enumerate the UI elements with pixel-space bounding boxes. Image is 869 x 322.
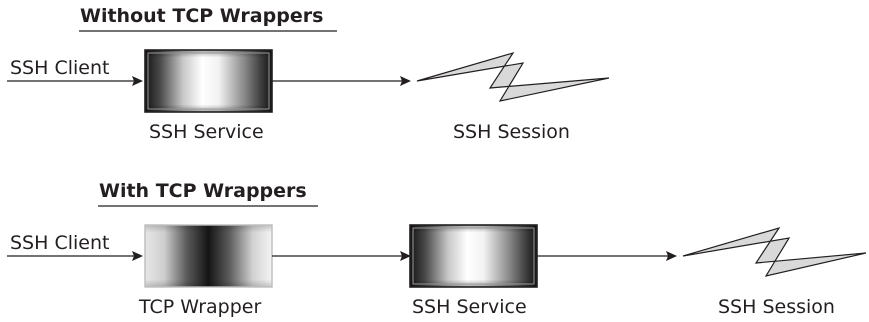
bottom-ssh-service-box xyxy=(409,224,538,288)
top-ssh-service-box xyxy=(144,49,273,113)
tcp-wrapper-label: TCP Wrapper xyxy=(138,296,261,318)
bottom-ssh-service-label: SSH Service xyxy=(412,296,527,318)
tcp-wrapper-box xyxy=(144,224,273,288)
top-ssh-session-bolt-icon xyxy=(416,51,610,102)
wrapper-arrowhead xyxy=(400,251,411,261)
bottom-heading: With TCP Wrappers xyxy=(99,180,307,202)
service-arrowhead xyxy=(666,251,677,261)
top-ssh-session-label: SSH Session xyxy=(453,121,570,143)
bottom-diagram: With TCP Wrappers SSH Client TCP Wrapper… xyxy=(7,180,867,318)
top-ssh-client-label: SSH Client xyxy=(10,57,109,79)
top-heading: Without TCP Wrappers xyxy=(80,5,323,27)
top-client-arrowhead xyxy=(132,76,143,86)
bottom-ssh-session-bolt-icon xyxy=(682,226,867,277)
top-ssh-service-label: SSH Service xyxy=(149,121,264,143)
bottom-ssh-session-label: SSH Session xyxy=(718,296,835,318)
top-service-arrowhead xyxy=(400,76,411,86)
bottom-ssh-client-label: SSH Client xyxy=(10,232,109,254)
top-diagram: Without TCP Wrappers SSH Client SSH Serv… xyxy=(7,5,610,143)
bottom-client-arrowhead xyxy=(132,251,143,261)
